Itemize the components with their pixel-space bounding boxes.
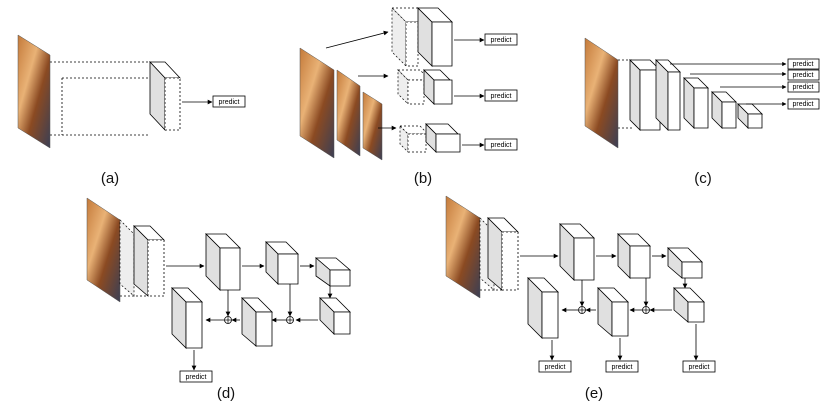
predict-box xyxy=(484,89,518,102)
predict-label: predict xyxy=(792,84,813,91)
feature-map-box xyxy=(265,241,299,285)
panel-b: predict predict predict (b) xyxy=(299,7,518,187)
feature-map-box xyxy=(399,123,461,153)
input-image xyxy=(86,197,121,303)
feature-map-box xyxy=(314,257,352,287)
panel-caption: (a) xyxy=(101,170,119,187)
panel-a: predict (a) xyxy=(17,34,246,187)
predict-label: predict xyxy=(792,72,813,79)
predict-label: predict xyxy=(792,101,813,108)
predict-label: predict xyxy=(185,374,206,381)
circle-plus-icon xyxy=(642,306,650,314)
predict-label: predict xyxy=(490,37,511,44)
feature-map-box xyxy=(527,277,559,339)
input-image xyxy=(445,195,481,299)
panel-caption: (c) xyxy=(694,170,712,187)
predict-box xyxy=(212,95,246,108)
feature-map-box xyxy=(667,247,703,279)
circle-plus-icon xyxy=(286,316,294,324)
panel-e: predict predict predict (e) xyxy=(445,195,716,402)
feature-map-box xyxy=(319,297,351,335)
feature-map-box xyxy=(241,297,273,347)
predict-box xyxy=(787,81,820,93)
feature-map-projection xyxy=(50,61,165,136)
feature-map-box xyxy=(655,59,681,131)
feature-map-box xyxy=(597,287,629,337)
panel-caption: (d) xyxy=(217,385,235,402)
predict-label: predict xyxy=(490,142,511,149)
predict-label: predict xyxy=(218,99,239,106)
feature-map-box xyxy=(479,217,519,291)
feature-map-box xyxy=(149,60,181,132)
predict-box xyxy=(605,360,639,373)
predict-box xyxy=(787,58,820,70)
feature-map-box xyxy=(171,287,203,349)
feature-map-box xyxy=(205,233,241,291)
panel-caption: (b) xyxy=(414,170,432,187)
panel-d: predict (d) xyxy=(86,197,352,402)
predict-box xyxy=(484,33,518,46)
input-image xyxy=(584,37,619,149)
feature-map-box xyxy=(559,223,595,281)
predict-box xyxy=(538,360,572,373)
predict-box xyxy=(484,138,518,151)
feature-map-box xyxy=(737,103,763,129)
feature-map-box xyxy=(119,219,165,297)
predict-box xyxy=(787,69,820,81)
predict-box xyxy=(787,98,820,110)
circle-plus-icon xyxy=(224,316,232,324)
predict-box xyxy=(179,370,213,383)
panel-caption: (e) xyxy=(585,385,603,402)
feature-map-box xyxy=(391,7,453,67)
feature-map-box xyxy=(617,233,651,279)
feature-map-box xyxy=(711,91,737,129)
feature-map-box xyxy=(673,287,705,323)
input-image xyxy=(17,34,51,149)
predict-label: predict xyxy=(611,364,632,371)
panel-c: predict predict predict predict (c) xyxy=(584,37,820,187)
feature-map-box xyxy=(397,69,453,105)
predict-label: predict xyxy=(544,364,565,371)
feature-map-box xyxy=(629,59,661,131)
predict-box xyxy=(682,360,716,373)
image-pyramid xyxy=(299,47,383,161)
predict-label: predict xyxy=(688,364,709,371)
predict-label: predict xyxy=(792,61,813,68)
feature-map-box xyxy=(683,77,709,129)
circle-plus-icon xyxy=(578,306,586,314)
predict-label: predict xyxy=(490,93,511,100)
